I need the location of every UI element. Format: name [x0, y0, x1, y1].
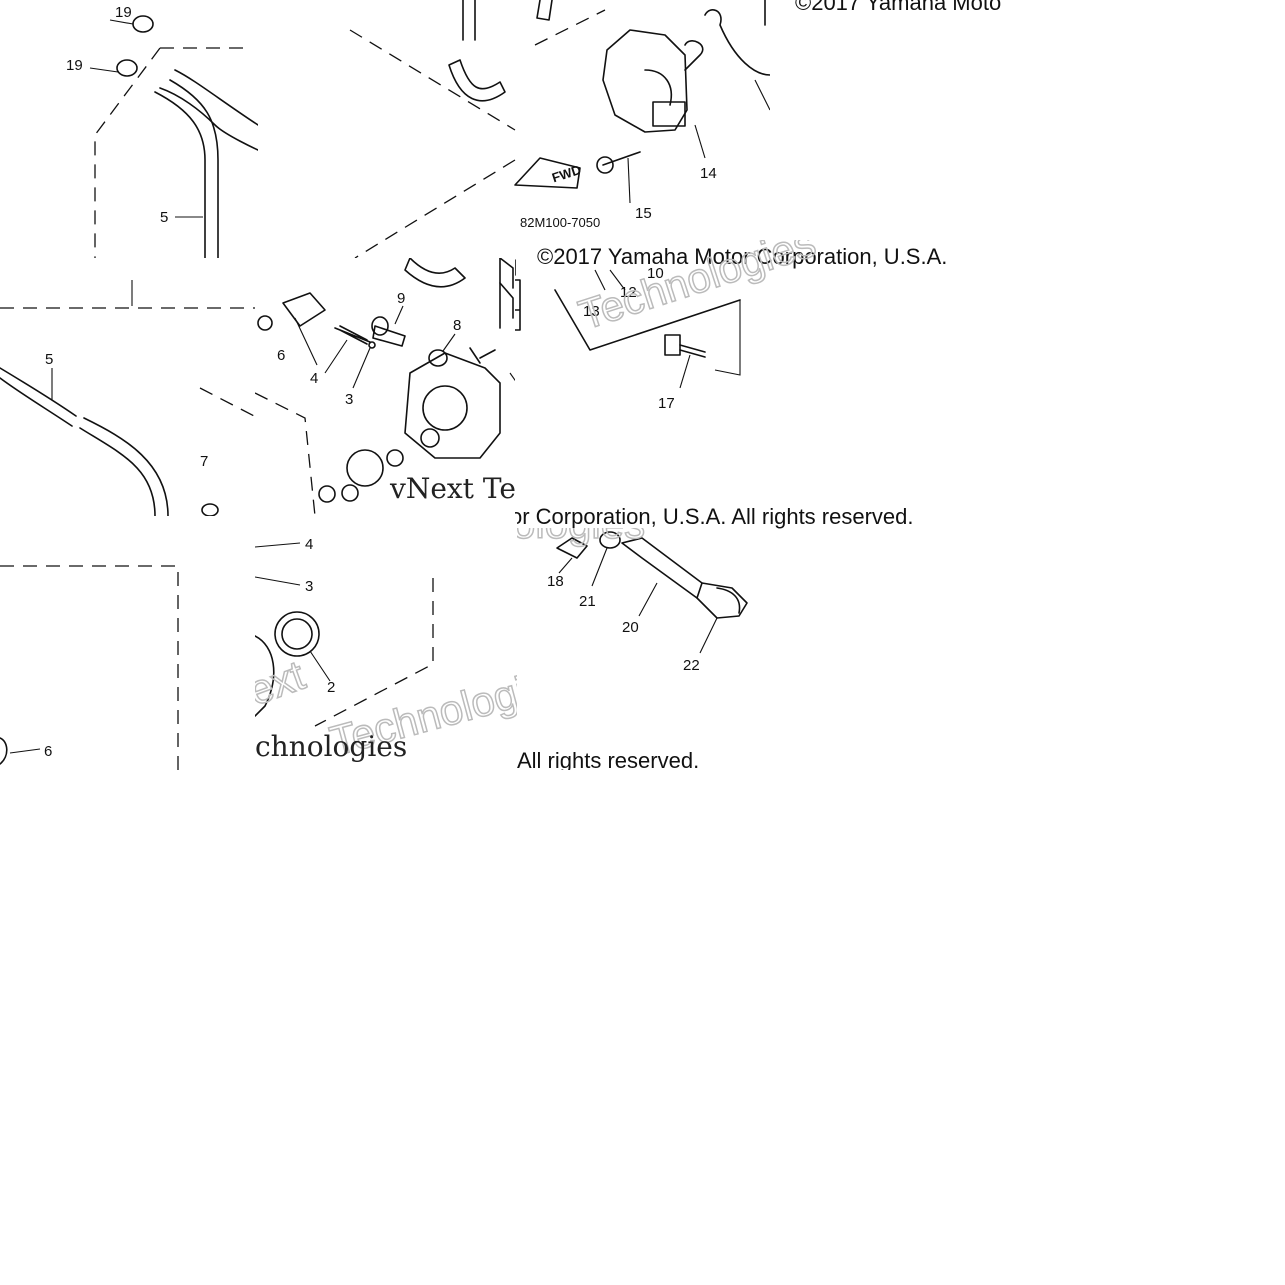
callout-label: 5 — [45, 351, 53, 368]
plug-cap-part — [132, 15, 154, 33]
callout-label: 19 — [66, 57, 83, 74]
watermark-text: chnologies — [255, 730, 407, 763]
callout-label: 7 — [200, 453, 208, 470]
fwd-arrow-icon — [514, 157, 581, 189]
callout-label: 13 — [583, 303, 600, 320]
callout-label: 9 — [397, 290, 405, 307]
copyright-top-right: ©2017 Yamaha Moto — [770, 0, 1030, 20]
callout-label: 20 — [622, 619, 639, 636]
callout-label: 8 — [453, 317, 461, 334]
copyright-text: ©2017 Yamaha Moto — [795, 0, 1001, 15]
callout-label: 3 — [345, 391, 353, 408]
plug-cap-part — [116, 59, 138, 77]
callout-label: 2 — [327, 679, 335, 696]
callout-label: 6 — [44, 743, 52, 760]
callout-label: 14 — [700, 165, 717, 182]
elbow-fitting-part — [282, 292, 326, 327]
diagram-tile-bolt-group: ©2017 Yamaha Motor Corporation, U.S.A. 1… — [515, 240, 1025, 415]
diagram-tile-seal: 4 3 2 ext Technologies chnologies — [255, 516, 517, 770]
copyright-text: All rights reserved. — [517, 748, 699, 770]
callout-label: 4 — [310, 370, 318, 387]
seal-ring-part — [274, 611, 320, 657]
diagram-tile-hoses-upper: 19 19 5 — [0, 0, 258, 258]
callout-label: 19 — [115, 4, 132, 21]
callout-label: 18 — [547, 573, 564, 590]
callout-label: 4 — [305, 536, 313, 553]
drawing-code: 82M100-7050 — [520, 215, 600, 230]
diagram-tile-pump-cover: FWD 82M100-7050 15 14 — [345, 0, 770, 258]
watermark-text: vNext Tec — [389, 472, 517, 505]
callout-label: 21 — [579, 593, 596, 610]
callout-label: 6 — [277, 347, 285, 364]
callout-label: 12 — [620, 284, 637, 301]
diagram-tile-pump-body: 6 4 3 9 8 vNext Tec — [255, 258, 517, 516]
watermark-text: ext — [255, 651, 311, 714]
copyright-text: ©2017 Yamaha Motor Corporation, U.S.A. — [537, 244, 947, 269]
diagram-tile-hoses-middle: 5 7 — [0, 258, 258, 516]
copyright-band: or Corporation, U.S.A. All rights reserv… — [515, 500, 995, 530]
diagram-tile-shaft: 18 21 20 22 ologies All rights reserved. — [517, 528, 770, 770]
watermark-text: ologies — [517, 528, 645, 547]
pump-body-part — [404, 352, 501, 459]
callout-label: 3 — [305, 578, 313, 595]
copyright-text: or Corporation, U.S.A. All rights reserv… — [515, 504, 914, 529]
callout-label: 5 — [160, 209, 168, 226]
pump-cover-part — [602, 29, 688, 133]
gasket-part — [556, 537, 588, 559]
callout-label: 10 — [647, 265, 664, 282]
diagram-tile-lower-left: 6 — [0, 516, 180, 770]
callout-label: 22 — [683, 657, 700, 674]
shaft-part — [621, 537, 703, 599]
callout-label: 15 — [635, 205, 652, 222]
callout-label: 17 — [658, 395, 675, 412]
